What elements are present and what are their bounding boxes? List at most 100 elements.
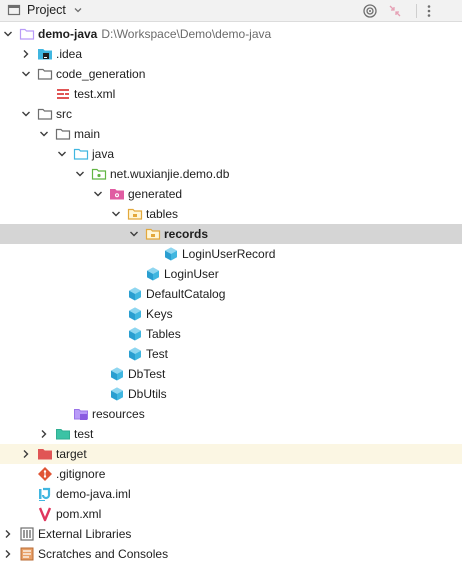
tree-item-text: code_generation	[56, 67, 146, 81]
tree-item-text: generated	[128, 187, 183, 201]
chevron-down-icon[interactable]	[56, 148, 68, 160]
tree-item-generated[interactable]: generated	[0, 184, 462, 204]
tree-item-text: LoginUserRecord	[182, 247, 276, 261]
tree-item-text: LoginUser	[164, 267, 219, 281]
tree-item-pom-xml[interactable]: pom.xml	[0, 504, 462, 524]
tree-item-text: java	[92, 147, 115, 161]
header-separator	[416, 4, 417, 18]
tree-item-text: DbUtils	[128, 387, 167, 401]
generated-folder-icon	[109, 186, 125, 202]
iml-file-icon	[37, 486, 53, 502]
tree-item-label: DbUtils	[128, 387, 167, 401]
tree-item-label: pom.xml	[56, 507, 101, 521]
project-tool-window-header: Project	[0, 0, 462, 22]
tree-item-label: tables	[146, 207, 178, 221]
tree-item-demo-java-iml[interactable]: demo-java.iml	[0, 484, 462, 504]
tree-item-loginuser[interactable]: LoginUser	[0, 264, 462, 284]
java-class-icon	[163, 246, 179, 262]
chevron-down-icon[interactable]	[110, 208, 122, 220]
tree-item-test[interactable]: test	[0, 424, 462, 444]
chevron-down-icon[interactable]	[2, 28, 14, 40]
scratches-icon	[19, 546, 35, 562]
tree-item-label: demo-java.iml	[56, 487, 131, 501]
tree-item-label: main	[74, 127, 100, 141]
tree-item-gitignore[interactable]: .gitignore	[0, 464, 462, 484]
project-view-title[interactable]: Project	[27, 3, 66, 17]
tree-item-idea[interactable]: .idea	[0, 44, 462, 64]
tree-item-label: DbTest	[128, 367, 165, 381]
tree-item-tables[interactable]: Tables	[0, 324, 462, 344]
tree-item-dbutils[interactable]: DbUtils	[0, 384, 462, 404]
tree-item-defaultcatalog[interactable]: DefaultCatalog	[0, 284, 462, 304]
tree-item-label: .idea	[56, 47, 82, 61]
chevron-down-icon[interactable]	[92, 188, 104, 200]
package-folder-icon	[127, 206, 143, 222]
folder-icon	[37, 106, 53, 122]
java-class-icon	[109, 366, 125, 382]
chevron-right-icon[interactable]	[2, 548, 14, 560]
tree-item-scratches-and-consoles[interactable]: Scratches and Consoles	[0, 544, 462, 564]
tree-item-text: test.xml	[74, 87, 116, 101]
tree-item-text: Test	[146, 347, 169, 361]
tree-item-text: Tables	[146, 327, 181, 341]
tree-item-label: DefaultCatalog	[146, 287, 225, 301]
dropdown-caret-icon[interactable]	[73, 4, 83, 18]
tree-item-text: .idea	[56, 47, 83, 61]
tree-item-target[interactable]: target	[0, 444, 462, 464]
tree-item-label: target	[56, 447, 87, 461]
chevron-down-icon[interactable]	[20, 108, 32, 120]
chevron-right-icon[interactable]	[20, 48, 32, 60]
tree-item-src[interactable]: src	[0, 104, 462, 124]
tree-item-text: resources	[92, 407, 145, 421]
tree-item-label: resources	[92, 407, 145, 421]
tree-item-resources[interactable]: resources	[0, 404, 462, 424]
xml-file-icon	[55, 86, 71, 102]
java-class-icon	[109, 386, 125, 402]
tree-item-test[interactable]: Test	[0, 344, 462, 364]
tree-item-label: records	[164, 227, 208, 241]
tree-item-text: target	[56, 447, 87, 461]
tree-item-label: LoginUserRecord	[182, 247, 275, 261]
tree-item-label: test.xml	[74, 87, 115, 101]
tree-item-keys[interactable]: Keys	[0, 304, 462, 324]
folder-icon	[55, 126, 71, 142]
tree-item-text: External Libraries	[38, 527, 132, 541]
tree-item-label: Scratches and Consoles	[38, 547, 168, 561]
more-options-icon[interactable]	[420, 2, 438, 20]
tree-item-code-generation[interactable]: code_generation	[0, 64, 462, 84]
chevron-down-icon[interactable]	[128, 228, 140, 240]
chevron-right-icon[interactable]	[20, 448, 32, 460]
tree-item-net-wuxianjie-demo-db[interactable]: net.wuxianjie.demo.db	[0, 164, 462, 184]
chevron-right-icon[interactable]	[2, 528, 14, 540]
tree-item-test-xml[interactable]: test.xml	[0, 84, 462, 104]
java-class-icon	[127, 346, 143, 362]
locate-icon[interactable]	[361, 2, 379, 20]
tree-item-main[interactable]: main	[0, 124, 462, 144]
chevron-down-icon[interactable]	[74, 168, 86, 180]
tree-item-dbtest[interactable]: DbTest	[0, 364, 462, 384]
project-view-icon	[7, 3, 21, 20]
tree-item-label: Test	[146, 347, 168, 361]
tree-item-external-libraries[interactable]: External Libraries	[0, 524, 462, 544]
tree-item-label: test	[74, 427, 93, 441]
tree-item-java[interactable]: java	[0, 144, 462, 164]
chevron-down-icon[interactable]	[20, 68, 32, 80]
module-path: D:\Workspace\Demo\demo-java	[101, 27, 272, 41]
collapse-all-icon[interactable]	[386, 2, 404, 20]
tree-item-text: Keys	[146, 307, 173, 321]
chevron-right-icon[interactable]	[38, 428, 50, 440]
tree-item-label: java	[92, 147, 114, 161]
tree-item-label: .gitignore	[56, 467, 105, 481]
tree-item-loginuserrecord[interactable]: LoginUserRecord	[0, 244, 462, 264]
tree-item-text: DefaultCatalog	[146, 287, 226, 301]
resources-folder-icon	[73, 406, 89, 422]
tree-item-records[interactable]: records	[0, 224, 462, 244]
java-class-icon	[145, 266, 161, 282]
chevron-down-icon[interactable]	[38, 128, 50, 140]
module-folder-icon	[19, 26, 35, 42]
tree-item-tables[interactable]: tables	[0, 204, 462, 224]
tree-item-label: net.wuxianjie.demo.db	[110, 167, 229, 181]
tree-item-label: LoginUser	[164, 267, 219, 281]
